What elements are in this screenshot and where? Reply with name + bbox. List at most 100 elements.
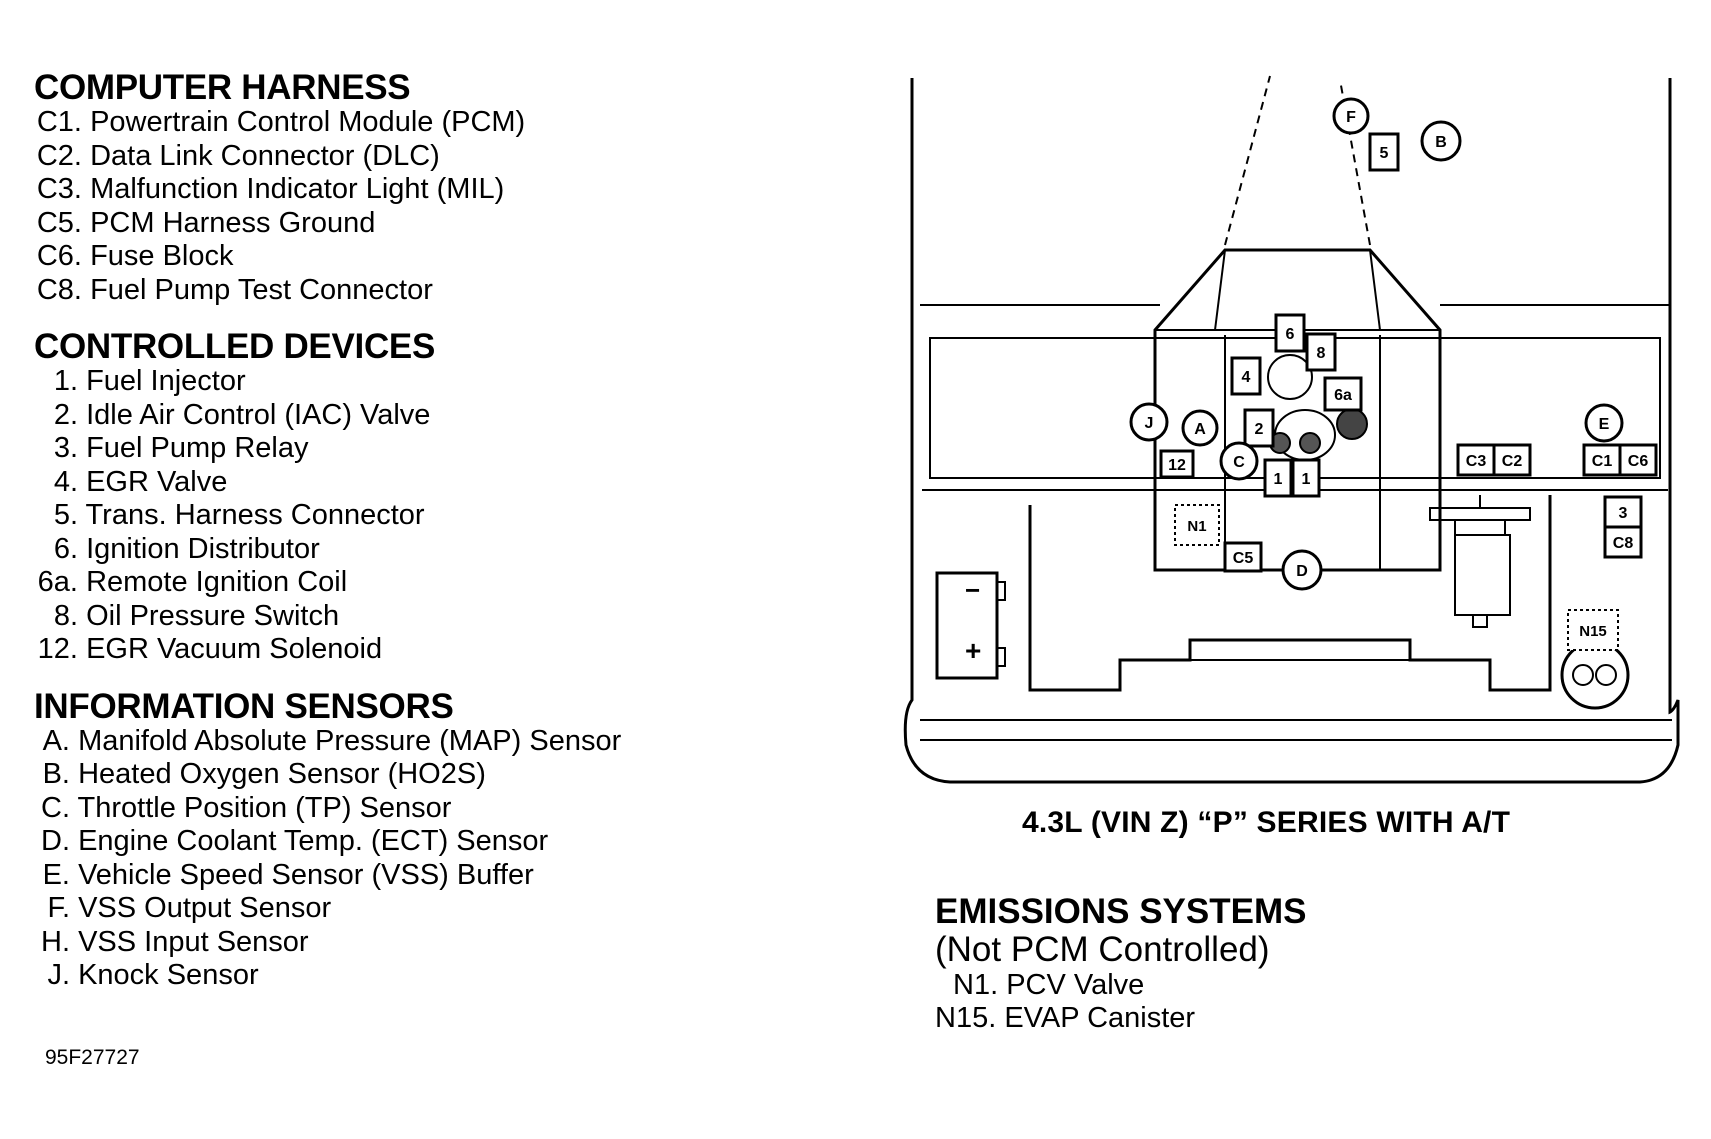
section-title: INFORMATION SENSORS: [34, 686, 454, 726]
legend-item-code: C.: [41, 791, 70, 824]
legend-item-code: A.: [42, 724, 70, 757]
legend-item-label: Fuel Pump Test Connector: [90, 273, 433, 306]
diagram-circle-text: E: [1599, 416, 1610, 433]
legend-item-code: N1.: [953, 969, 999, 1001]
diagram-square-label: C6: [1618, 443, 1658, 477]
legend-item-label: Powertrain Control Module (PCM): [90, 106, 526, 138]
legend-item-label: VSS Output Sensor: [78, 892, 332, 924]
legend-item-label: Trans. Harness Connector: [85, 499, 425, 531]
diagram-square-text: 8: [1317, 345, 1326, 362]
legend-item-code: C1.: [36, 106, 82, 138]
diagram-square-text: 6: [1286, 326, 1295, 343]
legend-section-information-sensors: INFORMATION SENSORS A. Manifold Absolute…: [34, 686, 794, 993]
legend-item: B. Heated Oxygen Sensor (HO2S): [34, 758, 794, 792]
legend-item-code: 3.: [53, 432, 78, 464]
diagram-square-text: C3: [1466, 453, 1487, 470]
diagram-dotted-label: N1: [1174, 504, 1220, 546]
legend-item-label: EGR Vacuum Solenoid: [86, 633, 383, 665]
legend-item-label: Fuel Pump Relay: [86, 432, 309, 464]
legend-item-code: 12.: [37, 633, 78, 665]
diagram-square-label: 12: [1159, 449, 1195, 479]
diagram-square-label: 4: [1230, 356, 1262, 396]
diagram-square-label: 2: [1243, 408, 1275, 448]
diagram-square-text: 6a: [1334, 387, 1352, 404]
legend-item-code: 6.: [53, 532, 78, 565]
legend-item: 6. Ignition Distributor: [34, 533, 794, 567]
legend-item-label: Idle Air Control (IAC) Valve: [86, 398, 431, 431]
diagram-circle-text: B: [1435, 134, 1447, 151]
legend-item: N15. EVAP Canister: [935, 1002, 1675, 1035]
legend-item: C3. Malfunction Indicator Light (MIL): [34, 173, 794, 207]
diagram-square-text: C8: [1613, 535, 1634, 552]
diagram-circle-text: A: [1194, 421, 1206, 438]
diagram-square-text: 3: [1619, 505, 1628, 522]
legend-item: C8. Fuel Pump Test Connector: [34, 274, 794, 308]
legend-item-code: B.: [42, 758, 70, 790]
legend-item: 2. Idle Air Control (IAC) Valve: [34, 399, 794, 433]
legend-item: E. Vehicle Speed Sensor (VSS) Buffer: [34, 859, 794, 893]
diagram-circle-label: A: [1181, 409, 1219, 447]
diagram-circle-text: D: [1296, 563, 1308, 580]
legend-item: J. Knock Sensor: [34, 959, 794, 993]
legend-item-code: D.: [41, 825, 70, 857]
diagram-square-label: 1: [1263, 458, 1293, 498]
legend-item-label: Fuel Injector: [86, 365, 246, 397]
battery-plus-sign: +: [965, 635, 981, 666]
legend-item-code: 8.: [53, 599, 78, 632]
section-title: COMPUTER HARNESS: [34, 68, 411, 107]
legend-item-code: N15.: [935, 1002, 997, 1034]
legend-item: F. VSS Output Sensor: [34, 892, 794, 926]
legend-item-label: Knock Sensor: [78, 959, 259, 991]
legend-item-code: 5.: [53, 499, 78, 531]
diagram-dotted-text: N1: [1187, 518, 1206, 535]
legend-item: C2. Data Link Connector (DLC): [34, 140, 794, 174]
diagram-circle-text: F: [1346, 109, 1356, 126]
diagram-square-label: 3: [1603, 495, 1643, 529]
diagram-square-label: 8: [1305, 332, 1337, 372]
legend-item: D. Engine Coolant Temp. (ECT) Sensor: [34, 825, 794, 859]
legend-item: C5. PCM Harness Ground: [34, 207, 794, 241]
component-legend: COMPUTER HARNESS C1. Powertrain Control …: [34, 70, 794, 1015]
legend-item-code: C2.: [36, 139, 82, 172]
diagram-circle-label: J: [1129, 402, 1169, 442]
legend-item-code: 1.: [53, 365, 78, 397]
diagram-square-text: 1: [1274, 471, 1283, 488]
legend-item-code: C5.: [36, 206, 82, 239]
legend-item-code: H.: [41, 925, 70, 958]
legend-item: 4. EGR Valve: [34, 466, 794, 500]
legend-item-code: 6a.: [37, 566, 78, 598]
legend-item: 6a. Remote Ignition Coil: [34, 566, 794, 600]
diagram-circle-label: C: [1219, 441, 1259, 481]
diagram-dotted-text: N15: [1579, 623, 1607, 640]
diagram-square-text: 2: [1255, 421, 1264, 438]
diagram-square-text: 12: [1168, 457, 1186, 474]
diagram-square-text: C5: [1233, 550, 1254, 567]
diagram-square-label: 5: [1368, 132, 1400, 172]
legend-item-label: Manifold Absolute Pressure (MAP) Sensor: [78, 724, 622, 757]
diagram-square-text: 1: [1302, 471, 1311, 488]
legend-item-code: E.: [42, 858, 70, 891]
legend-item: H. VSS Input Sensor: [34, 926, 794, 960]
diagram-circle-label: F: [1332, 97, 1370, 135]
legend-item: 5. Trans. Harness Connector: [34, 499, 794, 533]
battery-minus-sign: −: [965, 575, 980, 605]
section-title: CONTROLLED DEVICES: [34, 327, 436, 366]
diagram-square-label: C1: [1582, 443, 1622, 477]
reference-code: 95F27727: [45, 1046, 140, 1069]
diagram-square-label: 1: [1291, 458, 1321, 498]
diagram-square-text: 4: [1242, 369, 1251, 386]
legend-item: 8. Oil Pressure Switch: [34, 600, 794, 634]
diagram-circle-label: E: [1584, 403, 1624, 443]
legend-item: N1. PCV Valve: [935, 969, 1675, 1002]
diagram-caption: 4.3L (VIN Z) “P” SERIES WITH A/T: [1022, 806, 1511, 839]
diagram-square-label: C2: [1492, 443, 1532, 477]
legend-item-label: EVAP Canister: [1004, 1002, 1196, 1034]
legend-item-label: Heated Oxygen Sensor (HO2S): [78, 758, 486, 790]
legend-item-code: F.: [47, 892, 70, 924]
legend-item-label: Engine Coolant Temp. (ECT) Sensor: [78, 825, 549, 857]
emissions-title: EMISSIONS SYSTEMS: [935, 892, 1307, 931]
diagram-square-label: 6: [1274, 313, 1306, 353]
legend-item-label: VSS Input Sensor: [78, 925, 309, 958]
